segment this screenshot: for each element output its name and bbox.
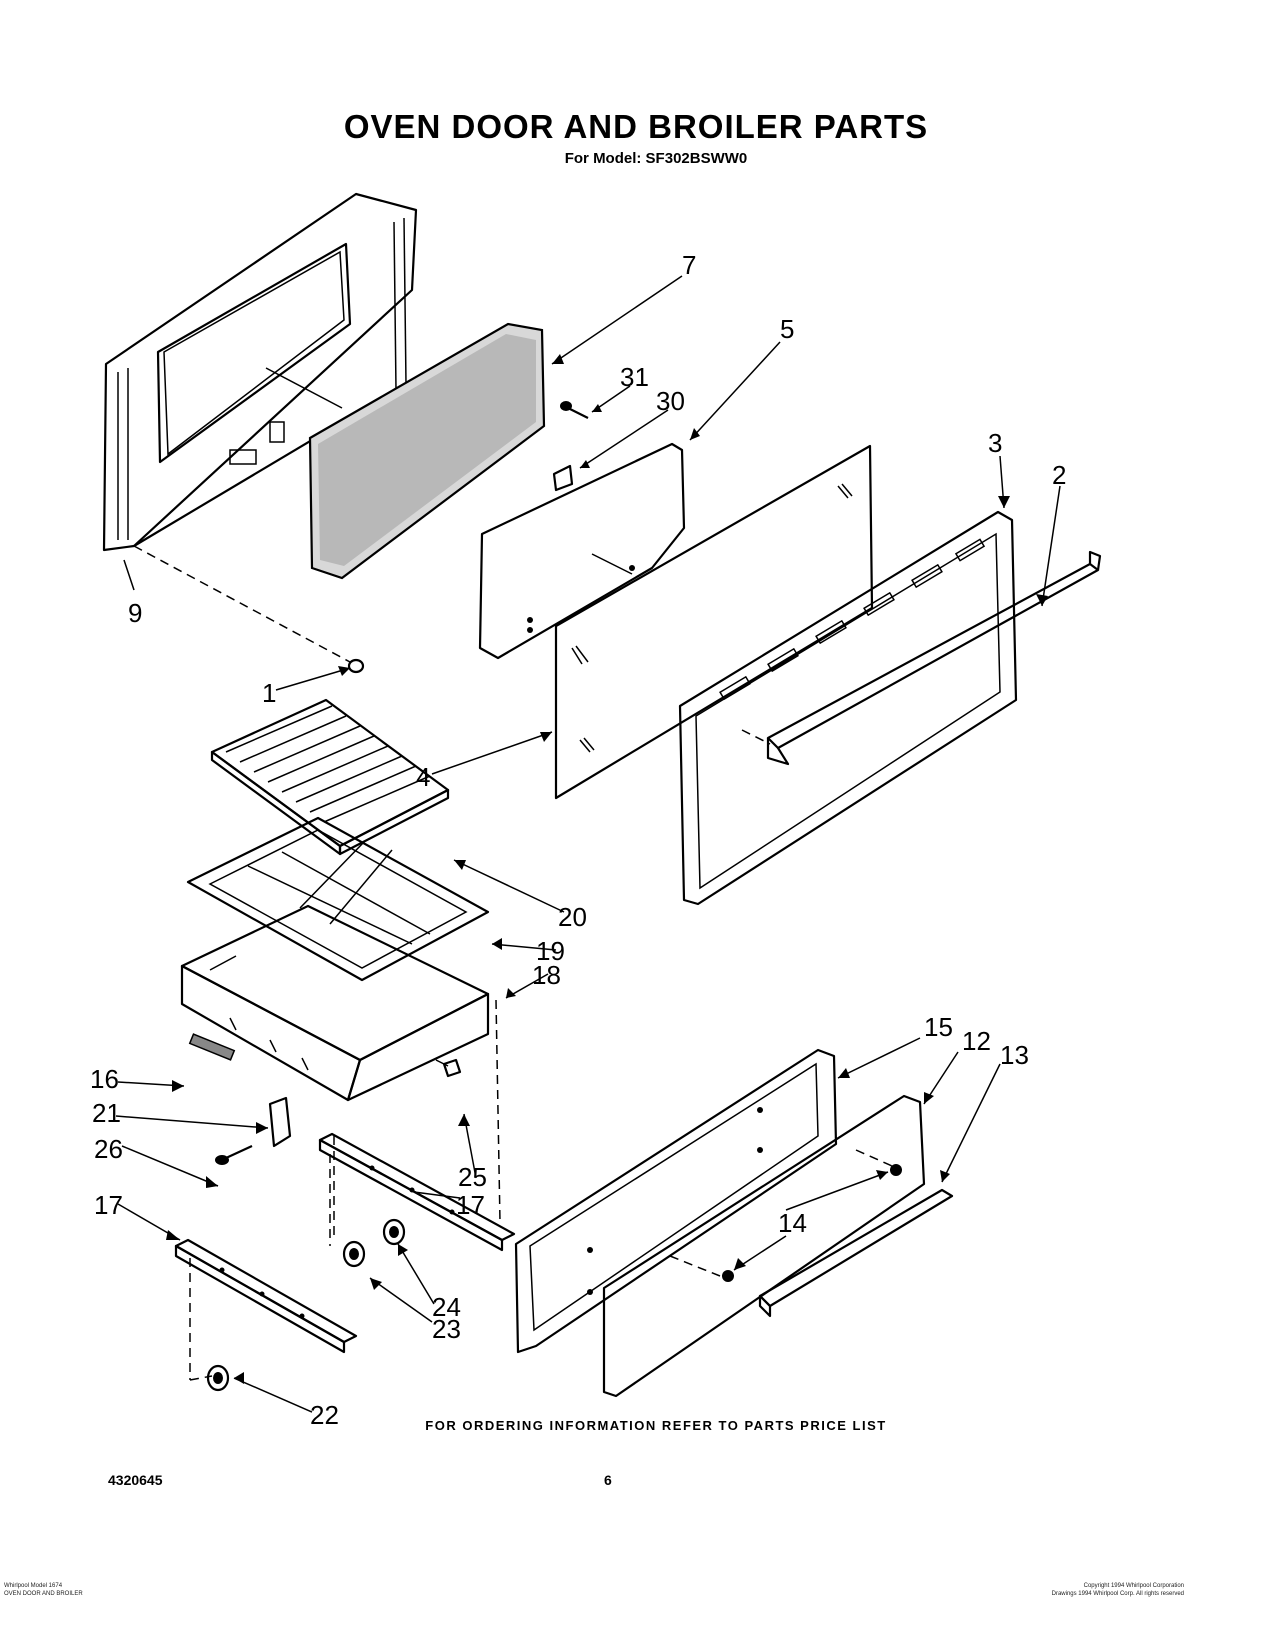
page-title: OVEN DOOR AND BROILER PARTS: [343, 108, 929, 145]
roller-24: [382, 1218, 406, 1246]
drawer-rail-left: [174, 1238, 358, 1354]
drawer-clip: [442, 1058, 462, 1078]
fine-print-line: Copyright 1994 Whirlpool Corporation: [1083, 1583, 1184, 1589]
fine-print-right: Copyright 1994 Whirlpool Corporation Dra…: [864, 1582, 1184, 1598]
callout-label: 22: [310, 1400, 339, 1430]
callout-label: 13: [1000, 1040, 1029, 1070]
bumper-upper: [890, 1164, 902, 1176]
outer-glass: [554, 444, 874, 800]
callout-label: 20: [558, 902, 587, 932]
model-subtitle: For Model: SF302BSWW0: [564, 150, 748, 167]
drawer-front-panel: [602, 1094, 954, 1398]
callout-label: 1: [262, 678, 276, 708]
callout-label: 21: [92, 1098, 121, 1128]
callout-label: 3: [988, 428, 1002, 458]
callout-label: 7: [682, 250, 696, 280]
screw: [560, 401, 589, 419]
fine-print-line: Drawings 1994 Whirlpool Corp. All rights…: [1051, 1591, 1184, 1597]
callout-label: 14: [778, 1208, 807, 1238]
callout-label: 16: [90, 1064, 119, 1094]
callout-label: 24: [432, 1292, 461, 1322]
leader-arrows: [166, 354, 1048, 1384]
small-button: [347, 658, 365, 674]
callout-label: 2: [1052, 460, 1066, 490]
callout-label: 18: [532, 960, 561, 990]
callout-label: 9: [128, 598, 142, 628]
callout-label: 17: [456, 1190, 485, 1220]
drawer-rail-center: [318, 1132, 516, 1252]
callout-label: 4: [416, 762, 430, 792]
broiler-grid: [210, 698, 450, 856]
slide-bracket: [268, 1096, 292, 1148]
document-number: 4320645: [108, 1472, 163, 1488]
bolt: [215, 1145, 253, 1165]
roller-23: [342, 1240, 366, 1268]
callout-label: 31: [620, 362, 649, 392]
callout-label: 19: [536, 936, 565, 966]
roller-22: [206, 1364, 230, 1392]
fine-print-line: OVEN DOOR AND BROILER: [4, 1591, 83, 1597]
fine-print-left: Whirlpool Model 1674 OVEN DOOR AND BROIL…: [4, 1582, 244, 1598]
outer-door-frame: [678, 510, 1018, 906]
assembly-lines: [133, 545, 893, 1381]
callout-label: 23: [432, 1314, 461, 1344]
vent-strip: [188, 1033, 236, 1061]
callout-labels: 1 2 3 4 5 7 9 12 13 14 15 16 17 17 18 19…: [90, 250, 1066, 1430]
insulation-block: [308, 322, 546, 580]
clip: [552, 464, 574, 492]
callout-label: 30: [656, 386, 685, 416]
broiler-drawer: [180, 904, 490, 1102]
ordering-note: FOR ORDERING INFORMATION REFER TO PARTS …: [425, 1418, 887, 1433]
bumper-lower: [722, 1270, 734, 1282]
leader-lines: [115, 275, 1061, 1413]
door-handle: [741, 550, 1102, 766]
page-number: 6: [604, 1472, 612, 1488]
callout-label: 25: [458, 1162, 487, 1192]
drawer-inner-panel: [514, 1048, 838, 1354]
callout-label: 15: [924, 1012, 953, 1042]
callout-label: 5: [780, 314, 794, 344]
callout-label: 17: [94, 1190, 123, 1220]
broiler-pan: [186, 816, 490, 982]
fine-print-line: Whirlpool Model 1674: [4, 1583, 63, 1589]
inner-glass: [478, 442, 686, 660]
callout-label: 12: [962, 1026, 991, 1056]
callout-label: 26: [94, 1134, 123, 1164]
